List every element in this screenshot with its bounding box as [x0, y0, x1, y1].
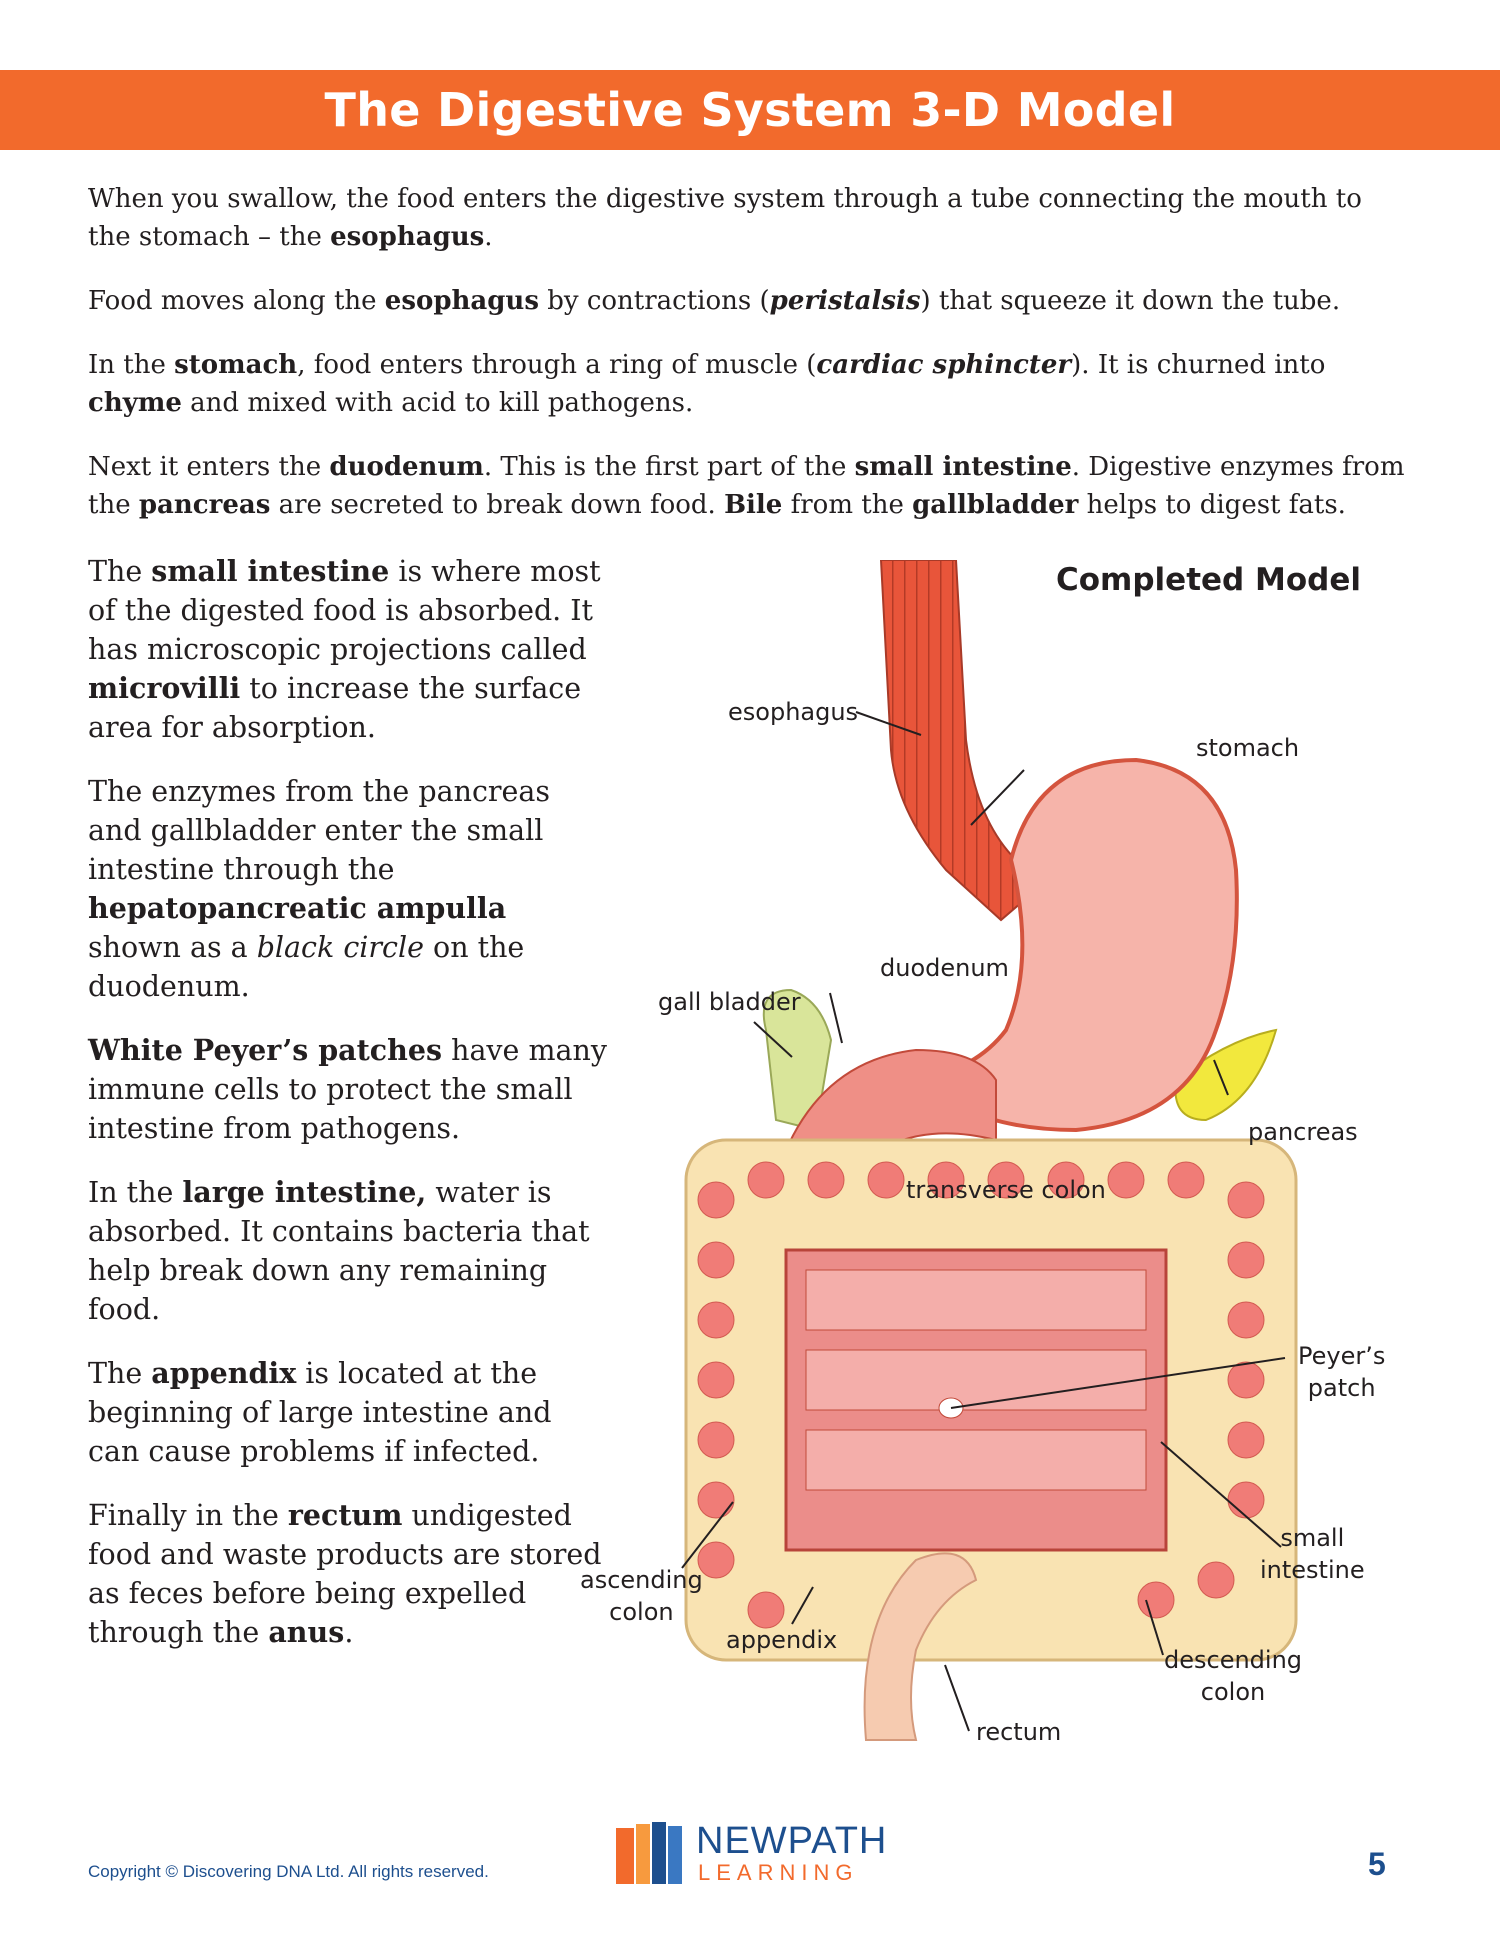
label-duodenum: duodenum: [880, 954, 1009, 982]
column-paragraph: The enzymes from the pancreas and gallbl…: [88, 775, 551, 1003]
column-paragraph: In the large intestine, water is absorbe…: [88, 1175, 590, 1326]
page-title: The Digestive System 3-D Model: [324, 83, 1176, 137]
copyright-text: Copyright © Discovering DNA Ltd. All rig…: [88, 1862, 489, 1881]
digestive-model-figure: esophagus stomach duodenum gall bladder …: [580, 559, 1416, 1770]
intro-paragraph: Food moves along the esophagus by contra…: [88, 286, 1341, 316]
column-paragraph: The appendix is located at the beginning…: [88, 1356, 552, 1468]
label-ascending-colon: ascending colon: [580, 1566, 703, 1626]
label-gall-bladder: gall bladder: [658, 988, 801, 1016]
pancreas-shape: [1174, 1028, 1278, 1122]
logo-text-top: NEWPATH: [696, 1820, 888, 1862]
rectum-shape: [863, 1552, 978, 1741]
gall-bladder-shape: [762, 988, 833, 1132]
digestive-model-illustration: [681, 559, 1298, 1741]
intro-text: When you swallow, the food enters the di…: [88, 180, 1408, 550]
newpath-book-icon: [616, 1822, 682, 1884]
intro-paragraph: When you swallow, the food enters the di…: [88, 184, 1362, 252]
newpath-learning-logo: NEWPATH LEARNING: [614, 1820, 904, 1892]
label-descending-colon: descending colon: [1164, 1646, 1303, 1706]
logo-text-bottom: LEARNING: [698, 1860, 859, 1885]
column-paragraph: Finally in the rectum undigested food an…: [88, 1498, 602, 1649]
title-banner: The Digestive System 3-D Model: [0, 70, 1500, 150]
intro-paragraph: Next it enters the duodenum. This is the…: [88, 452, 1405, 520]
intro-paragraph: In the stomach, food enters through a ri…: [88, 350, 1326, 418]
label-appendix: appendix: [726, 1626, 838, 1654]
label-transverse-colon: transverse colon: [906, 1176, 1106, 1204]
stomach-shape: [911, 757, 1239, 1133]
label-peyers-patch: Peyer’s patch: [1298, 1342, 1386, 1402]
column-paragraph: White Peyer’s patches have many immune c…: [88, 1033, 607, 1145]
page-number: 5: [1368, 1846, 1386, 1882]
label-small-intestine: small intestine: [1260, 1524, 1365, 1584]
completed-model-title: Completed Model: [1056, 562, 1362, 598]
left-column-text: The small intestine is where most of the…: [88, 552, 608, 1677]
label-stomach: stomach: [1196, 734, 1300, 762]
label-esophagus: esophagus: [728, 698, 859, 726]
label-pancreas: pancreas: [1248, 1118, 1358, 1146]
label-rectum: rectum: [976, 1718, 1062, 1746]
column-paragraph: The small intestine is where most of the…: [88, 554, 601, 744]
